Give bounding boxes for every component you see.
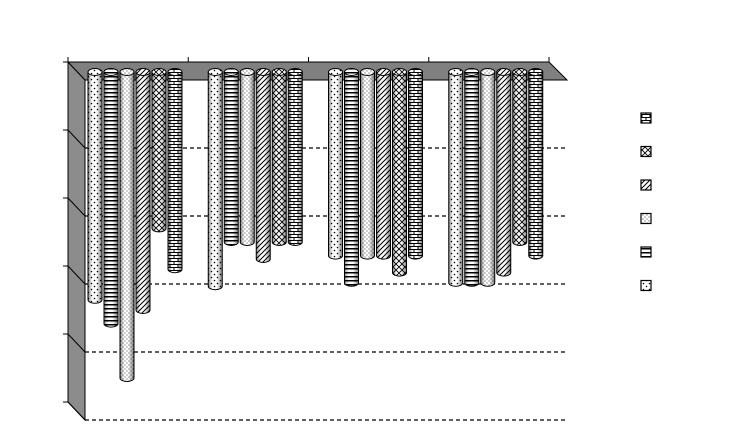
cylinder-bar — [344, 68, 359, 287]
wall-gridline — [67, 401, 86, 421]
cylinder-bar — [464, 68, 480, 287]
wall-gridline — [67, 333, 86, 353]
legend-swatch — [640, 279, 652, 292]
legend-swatch — [640, 212, 652, 225]
legend — [640, 112, 652, 292]
cylinder-bar — [87, 68, 103, 304]
cylinder-bar — [287, 68, 303, 246]
cylinder-bar — [239, 68, 255, 246]
wall-gridline — [67, 129, 86, 149]
cylinder-bar — [376, 68, 391, 260]
cylinder-bar — [271, 68, 287, 246]
cylinder-bar — [448, 68, 464, 287]
legend-swatch — [640, 179, 652, 191]
wall-gridline — [67, 265, 86, 285]
left-wall — [67, 60, 86, 422]
cylinder-bar — [255, 68, 271, 263]
axis-ticks — [63, 57, 550, 421]
cylinder-bar — [167, 68, 183, 274]
cylinder-bar — [223, 68, 239, 246]
cylinder-bar — [360, 68, 375, 260]
legend-swatch — [640, 112, 652, 124]
cylinder-bar — [408, 68, 423, 260]
bars — [87, 68, 544, 382]
top-floor — [66, 61, 569, 81]
cylinder-bar — [328, 68, 343, 260]
cylinder-bar — [528, 68, 544, 260]
cylinder-bar — [512, 68, 528, 246]
cylinder-bar — [151, 68, 167, 233]
cylinder-bar — [119, 68, 135, 382]
cylinder-bar — [207, 68, 223, 291]
cylinder-bar — [135, 68, 151, 314]
cylinder-bar — [480, 68, 496, 287]
cylinder-bar — [496, 68, 512, 277]
legend-swatch — [640, 145, 652, 158]
cylinder-bar — [392, 68, 407, 277]
wall-gridline — [67, 197, 86, 217]
legend-swatch — [640, 246, 652, 258]
cylinder-bar — [103, 68, 119, 328]
